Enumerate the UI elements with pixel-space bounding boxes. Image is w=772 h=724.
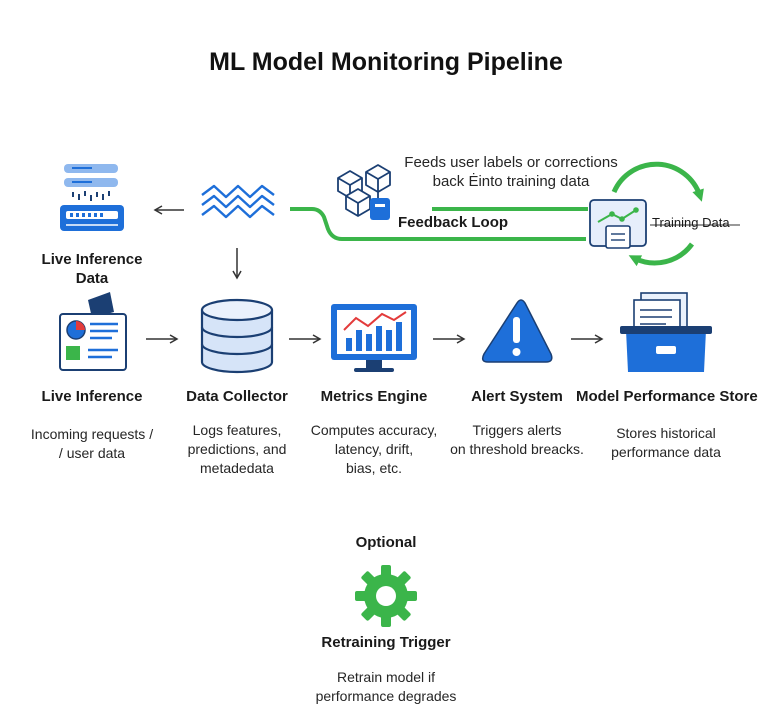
optional-heading: Optional [355,534,417,551]
database-icon [200,298,274,374]
feedback-cubes-icon [337,164,391,217]
feedback-device-icon [370,198,390,220]
feedback-loop-label: Feedback Loop [398,214,509,231]
dashboard-icon [59,292,127,371]
feedback-loop-line-lower [290,207,586,241]
stage-desc-live-inference: Incoming requests // user data [30,426,154,461]
stage-label-data-collector: Data Collector [186,388,288,405]
stage-desc-metrics-engine: Computes accuracy,latency, drift,bias, e… [310,422,438,476]
file-drawer-icon [620,292,712,372]
stage-label-metrics-engine: Metrics Engine [320,388,428,405]
feedback-note: Feeds user labels or corrections back Ėi… [404,154,618,190]
gear-icon [355,565,417,627]
alert-icon [481,299,553,363]
data-stream-icon [201,184,275,219]
server-icon [60,164,124,231]
stage-label-alert-system: Alert System [471,388,563,405]
stage-label-live-inference: Live Inference [41,388,143,405]
page-title: ML Model Monitoring Pipeline [209,48,563,76]
chart-monitor-icon [331,304,417,372]
training-data-label: Training Data [652,215,730,230]
retraining-trigger-label: Retraining Trigger [321,634,451,651]
refresh-cycle-icon [611,161,704,267]
training-data-document-icon [589,199,647,249]
stage-label-performance-store: Model Performance Store [576,388,758,405]
source-label: Live Inference Data [41,251,143,287]
